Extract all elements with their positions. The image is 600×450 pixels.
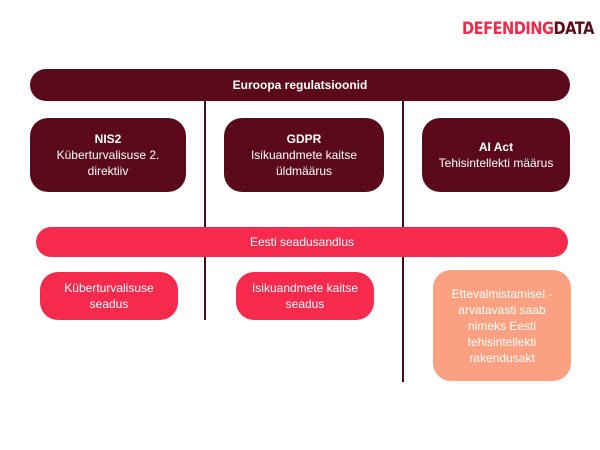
- national-item-cybersecurity-act: Küberturvalisuse seadus: [40, 272, 178, 320]
- national-item-ai-act-pending: Ettevalmistamisel - arvatavasti saab nim…: [433, 270, 571, 381]
- national-item-label: Isikuandmete kaitse seadus: [251, 281, 359, 311]
- logo-part-defending: DEFENDING: [462, 19, 554, 39]
- national-item-label: Ettevalmistamisel - arvatavasti saab nim…: [451, 286, 553, 365]
- eu-item-subtitle: Isikuandmete kaitse üldmäärus: [250, 148, 358, 178]
- eu-item-title: GDPR: [286, 132, 322, 146]
- connector-line-1: [204, 100, 206, 320]
- national-item-data-protection-act: Isikuandmete kaitse seadus: [236, 272, 374, 320]
- eu-item-title: NIS2: [94, 132, 122, 146]
- eu-item-title: AI Act: [478, 140, 514, 154]
- eu-item-ai-act: AI Act Tehisintellekti määrus: [422, 118, 570, 192]
- defendingdata-logo: DEFENDINGDATA: [462, 16, 594, 42]
- eu-item-gdpr: GDPR Isikuandmete kaitse üldmäärus: [224, 118, 384, 192]
- logo-part-data: DATA: [553, 19, 595, 39]
- eu-item-nis2: NIS2 Küberturvalisuse 2. direktiiv: [30, 118, 186, 192]
- national-legislation-label: Eesti seadusandlus: [249, 235, 355, 249]
- eu-item-subtitle: Küberturvalisuse 2. direktiiv: [56, 148, 160, 178]
- national-legislation-bar: Eesti seadusandlus: [36, 227, 568, 257]
- eu-regulations-bar: Euroopa regulatsioonid: [30, 69, 570, 101]
- eu-regulations-label: Euroopa regulatsioonid: [232, 78, 368, 92]
- eu-item-subtitle: Tehisintellekti määrus: [438, 156, 554, 170]
- national-item-label: Küberturvalisuse seadus: [64, 281, 154, 311]
